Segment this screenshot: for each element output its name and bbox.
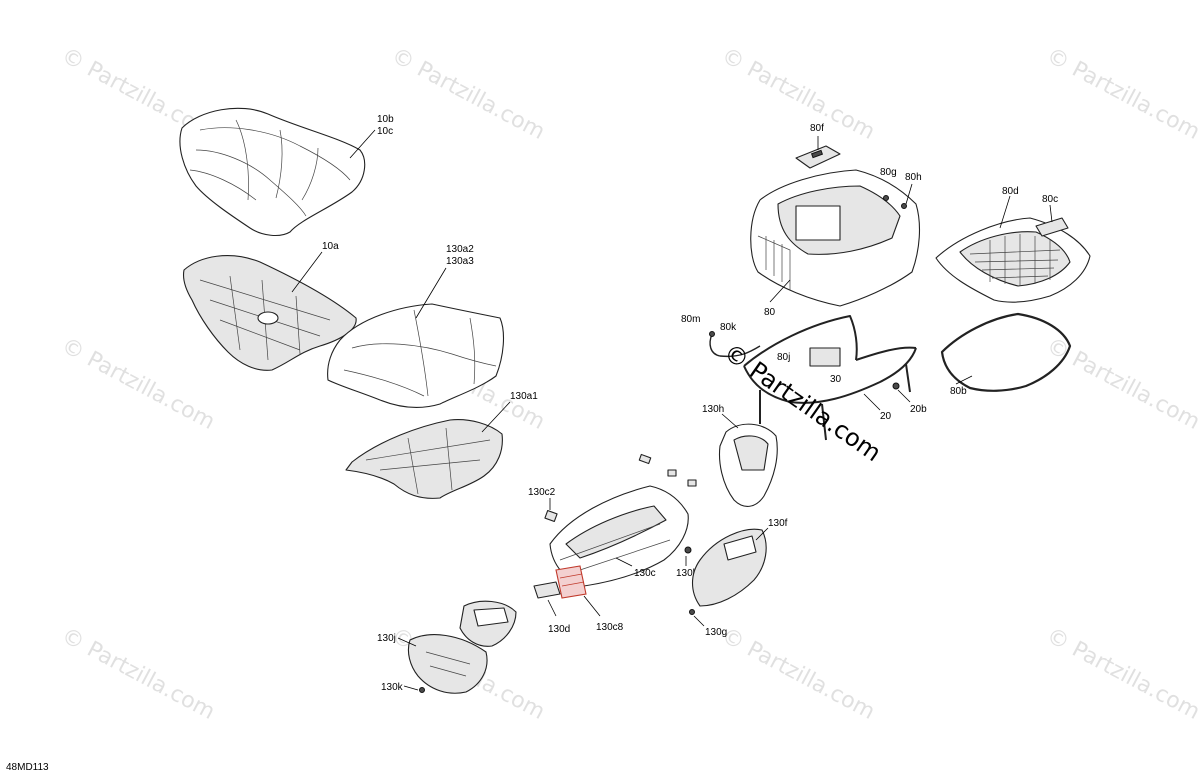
leader-130c	[615, 557, 633, 567]
callout-130a2: 130a2	[446, 244, 474, 255]
leader-80d	[999, 195, 1011, 229]
callout-130c2: 130c2	[528, 487, 556, 498]
leader-80h	[905, 183, 913, 205]
leader-80b	[955, 375, 973, 385]
callout-80g: 80g	[880, 167, 897, 178]
bolt-20b	[892, 382, 900, 390]
leader-130g	[693, 615, 705, 627]
screw-130k	[419, 687, 425, 693]
seat-base-pan[interactable]	[182, 255, 357, 371]
front-panel-130f[interactable]	[691, 528, 767, 607]
leader-130h	[721, 413, 739, 429]
watermark-7: © Partzilla.com	[1042, 333, 1200, 435]
leader-130f	[755, 527, 769, 541]
callout-80b: 80b	[950, 386, 967, 397]
callout-80: 80	[764, 307, 776, 318]
callout-130f: 130f	[768, 518, 788, 529]
callout-130h: 130h	[702, 404, 724, 415]
seat-lower-bracket[interactable]	[345, 419, 503, 499]
side-panel-130h[interactable]	[718, 423, 778, 507]
callout-130a1: 130a1	[510, 391, 538, 402]
leader-130k	[403, 685, 419, 691]
callout-10a: 10a	[322, 241, 339, 252]
lid-insert[interactable]	[1035, 217, 1069, 237]
bin-lid[interactable]	[935, 217, 1091, 303]
callout-130d: 130d	[548, 624, 570, 635]
callout-80h: 80h	[905, 172, 922, 183]
seat-frame[interactable]	[743, 315, 917, 441]
callout-130b: 130b	[676, 568, 699, 579]
screw-80h	[901, 203, 907, 209]
callout-10c: 10c	[377, 126, 393, 137]
leader-80	[769, 279, 791, 303]
leader-130j	[397, 637, 417, 647]
watermark-4: © Partzilla.com	[1042, 43, 1200, 145]
latch-plate[interactable]	[795, 145, 841, 169]
callout-80k: 80k	[720, 322, 737, 333]
bolt-130b	[684, 546, 692, 554]
watermark-2: © Partzilla.com	[387, 43, 549, 145]
leader-10a	[291, 251, 323, 293]
leader-80c	[1049, 204, 1053, 223]
callout-20: 20	[880, 411, 892, 422]
callout-130c8: 130c8	[596, 622, 624, 633]
leader-20b	[897, 389, 911, 403]
leader-10b	[349, 129, 376, 159]
callout-20b: 20b	[910, 404, 927, 415]
lid-seal[interactable]	[940, 312, 1072, 392]
lower-panel-130j[interactable]	[407, 634, 488, 694]
watermark-5: © Partzilla.com	[57, 333, 219, 435]
callout-130a3: 130a3	[446, 256, 474, 267]
leader-20	[863, 393, 881, 411]
red-bracket-130c8[interactable]	[555, 565, 587, 599]
watermark-8: © Partzilla.com	[57, 623, 219, 725]
callout-130c: 130c	[634, 568, 656, 579]
leader-130a2	[415, 267, 447, 319]
watermark-3: © Partzilla.com	[717, 43, 879, 145]
watermark-11: © Partzilla.com	[1042, 623, 1200, 725]
leader-130d	[547, 599, 557, 617]
seat-cushion[interactable]	[179, 107, 366, 237]
cup-holder[interactable]	[459, 600, 517, 647]
drawing-code: 48MD113	[6, 762, 49, 773]
plate-130d[interactable]	[533, 581, 561, 599]
watermark-10: © Partzilla.com	[717, 623, 879, 725]
leader-130c8	[583, 595, 601, 617]
callout-80d: 80d	[1002, 186, 1019, 197]
callout-80j: 80j	[777, 352, 790, 363]
latch-cable[interactable]	[709, 331, 761, 358]
callout-10b: 10b	[377, 114, 394, 125]
storage-bin[interactable]	[750, 169, 920, 307]
callout-130j: 130j	[377, 633, 396, 644]
callout-130g: 130g	[705, 627, 727, 638]
screw-130g	[689, 609, 695, 615]
callout-130k: 130k	[381, 682, 404, 693]
callout-80c: 80c	[1042, 194, 1058, 205]
callout-80f: 80f	[810, 123, 824, 134]
fasteners	[544, 453, 697, 523]
callout-80m: 80m	[681, 314, 700, 325]
callout-30: 30	[830, 374, 842, 385]
seat-lower-cover[interactable]	[327, 303, 505, 409]
leader-130a1	[481, 401, 511, 433]
screw-80g	[883, 195, 889, 201]
